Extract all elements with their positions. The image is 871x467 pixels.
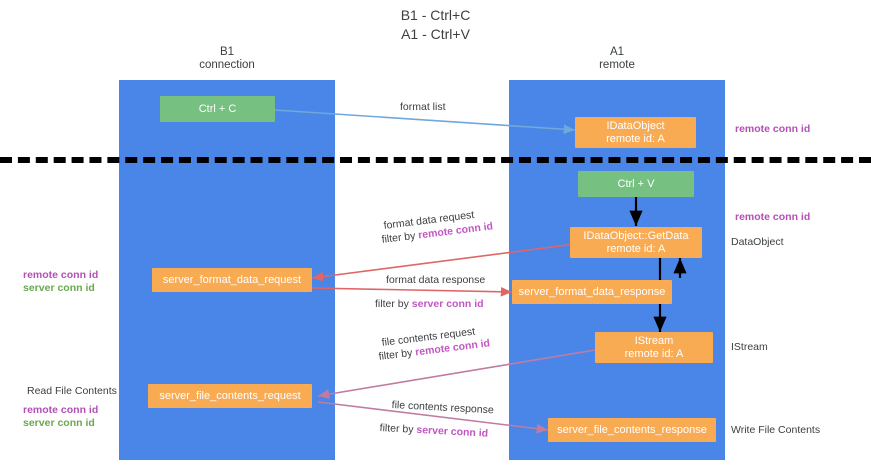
node-server-file-contents-response[interactable]: server_file_contents_response [548, 418, 716, 442]
annotation-right-dataobject: DataObject [731, 236, 784, 248]
edge-label-file-contents-response: file contents response [391, 399, 494, 417]
edge-label-format-data-response: format data response [386, 274, 486, 286]
annotation-left-remote-conn-id-2: remote conn id [23, 404, 99, 416]
filter-prefix: filter by [379, 422, 417, 436]
node-ctrl-v[interactable]: Ctrl + V [578, 171, 694, 197]
annotation-right-write-file-contents: Write File Contents [731, 424, 821, 436]
lane-title-a1: A1 remote [599, 46, 635, 71]
node-istream[interactable]: IStream remote id: A [595, 332, 713, 363]
node-idataobject-getdata[interactable]: IDataObject::GetData remote id: A [570, 227, 702, 258]
filter-key-server-conn-id: server conn id [416, 423, 489, 440]
edge-label-file-contents-response-text: file contents response [391, 399, 495, 417]
phase-divider [0, 157, 871, 163]
page-title: B1 - Ctrl+C A1 - Ctrl+V [400, 7, 471, 42]
filter-key-server-conn-id: server conn id [411, 298, 484, 310]
filter-prefix: filter by [375, 298, 412, 310]
edge-label-file-contents-response-filter: filter by server conn id [379, 422, 488, 441]
node-server-format-data-response[interactable]: server_format_data_response [512, 280, 672, 304]
node-idataobject-remote[interactable]: IDataObject remote id: A [575, 117, 696, 148]
annotation-left-server-conn-id-2: server conn id [23, 417, 95, 429]
annotation-right-remote-conn-id-top: remote conn id [735, 123, 811, 135]
lane-title-b1: B1 connection [199, 46, 255, 71]
annotation-left-read-file-contents: Read File Contents [27, 385, 117, 397]
annotation-right-remote-conn-id-mid: remote conn id [735, 211, 811, 223]
annotation-right-istream: IStream [731, 341, 768, 353]
node-server-format-data-request[interactable]: server_format_data_request [152, 268, 312, 292]
annotation-left-remote-conn-id: remote conn id [23, 269, 99, 281]
node-ctrl-c[interactable]: Ctrl + C [160, 96, 275, 122]
annotation-left-server-conn-id: server conn id [23, 282, 95, 294]
edge-label-format-list: format list [400, 101, 446, 113]
edge-label-format-data-response-filter: filter by server conn id [375, 298, 484, 311]
node-server-file-contents-request[interactable]: server_file_contents_request [148, 384, 312, 408]
